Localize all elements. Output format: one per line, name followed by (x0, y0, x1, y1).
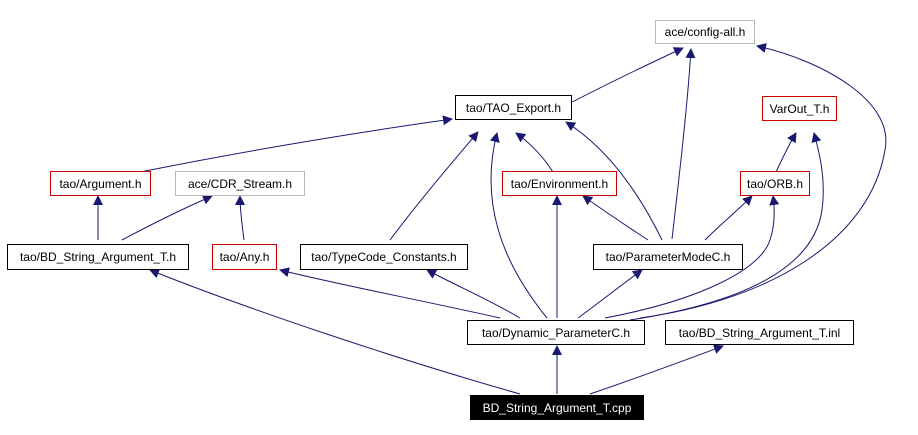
node-tao-orb[interactable]: tao/ORB.h (740, 171, 810, 196)
node-tao-parametermodec[interactable]: tao/ParameterModeC.h (593, 244, 743, 270)
edge-environment-to-tao-export (515, 132, 554, 173)
edge-dynamic-parameterc-to-parametermodec (577, 269, 643, 319)
edge-bd-string-argument-t-h-to-cdr-stream (121, 195, 213, 241)
edge-dynamic-parameterc-to-tao-export (489, 132, 548, 319)
node-tao-export[interactable]: tao/TAO_Export.h (455, 95, 572, 120)
node-tao-dynamic-parameterc[interactable]: tao/Dynamic_ParameterC.h (467, 320, 645, 345)
edge-parametermodec-to-orb (704, 195, 753, 241)
node-bd-string-argument-t-cpp[interactable]: BD_String_Argument_T.cpp (470, 395, 644, 420)
edge-dynamic-parameterc-to-orb (604, 195, 780, 319)
edge-argument-to-tao-export (139, 115, 453, 173)
node-varout-t[interactable]: VarOut_T.h (762, 96, 837, 121)
node-tao-typecode-constants[interactable]: tao/TypeCode_Constants.h (300, 244, 468, 270)
edge-dynamic-parameterc-to-varout (629, 132, 824, 321)
node-tao-environment[interactable]: tao/Environment.h (502, 171, 617, 196)
node-tao-argument[interactable]: tao/Argument.h (50, 171, 151, 196)
edge-dynamic-parameterc-to-typecode (426, 269, 521, 319)
edge-dynamic-parameterc-to-config-all (639, 43, 887, 319)
edge-dynamic-parameterc-to-any (279, 267, 501, 319)
edge-cpp-to-bd-string-argument-t-inl (589, 344, 724, 395)
edge-any-to-cdr-stream (235, 195, 246, 241)
edge-typecode-to-tao-export (389, 131, 479, 241)
node-tao-any[interactable]: tao/Any.h (212, 244, 277, 270)
edge-orb-to-varout (775, 132, 797, 173)
node-ace-cdr-stream[interactable]: ace/CDR_Stream.h (175, 171, 305, 196)
edge-parametermodec-to-tao-export (565, 121, 663, 241)
node-ace-config-all[interactable]: ace/config-all.h (655, 20, 755, 44)
node-tao-bd-string-argument-t-h[interactable]: tao/BD_String_Argument_T.h (7, 244, 189, 270)
edge-parametermodec-to-environment (582, 195, 649, 241)
edge-parametermodec-to-config-all (671, 48, 696, 240)
node-tao-bd-string-argument-t-inl[interactable]: tao/BD_String_Argument_T.inl (665, 320, 854, 345)
edge-cpp-to-bd-string-argument-t-h (149, 268, 521, 395)
